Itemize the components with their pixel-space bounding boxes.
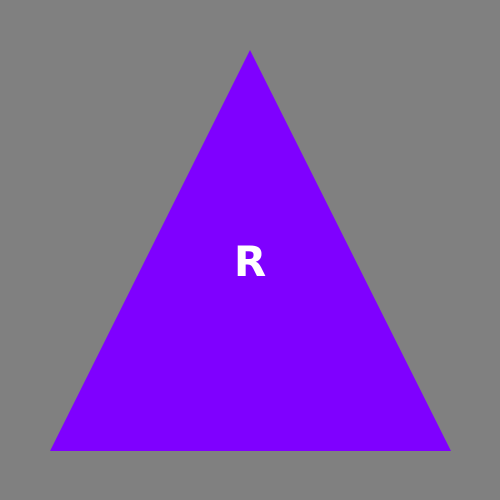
- triangle-label: R: [233, 237, 267, 286]
- triangle-polygon: [50, 50, 451, 451]
